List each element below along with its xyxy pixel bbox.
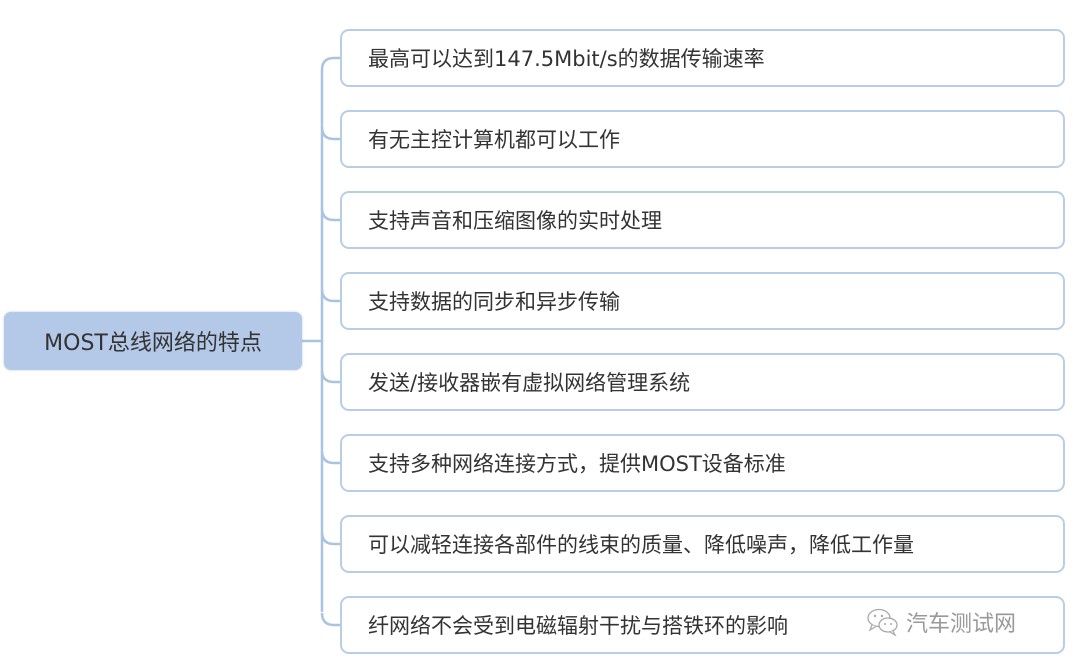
branch-label: 纤网络不会受到电磁辐射干扰与搭铁环的影响	[368, 614, 788, 638]
branch-label: 最高可以达到147.5Mbit/s的数据传输速率	[368, 47, 765, 71]
branch-node-3[interactable]: 支持声音和压缩图像的实时处理	[340, 191, 1065, 249]
branch-node-7[interactable]: 可以减轻连接各部件的线束的质量、降低噪声，降低工作量	[340, 515, 1065, 573]
wechat-icon	[867, 608, 898, 637]
watermark: 汽车测试网	[866, 604, 1016, 640]
branch-label: 发送/接收器嵌有虚拟网络管理系统	[368, 371, 691, 395]
root-node[interactable]: MOST总线网络的特点	[4, 312, 302, 370]
branch-node-5[interactable]: 发送/接收器嵌有虚拟网络管理系统	[340, 353, 1065, 411]
watermark-text: 汽车测试网	[906, 612, 1017, 637]
root-label: MOST总线网络的特点	[44, 331, 262, 356]
branch-node-2[interactable]: 有无主控计算机都可以工作	[340, 110, 1065, 168]
branch-node-8[interactable]: 纤网络不会受到电磁辐射干扰与搭铁环的影响	[340, 596, 1065, 654]
branch-node-6[interactable]: 支持多种网络连接方式，提供MOST设备标准	[340, 434, 1065, 492]
branch-node-4[interactable]: 支持数据的同步和异步传输	[340, 272, 1065, 330]
branch-node-1[interactable]: 最高可以达到147.5Mbit/s的数据传输速率	[340, 29, 1065, 87]
branch-label: 可以减轻连接各部件的线束的质量、降低噪声，降低工作量	[368, 533, 914, 557]
branch-label: 有无主控计算机都可以工作	[368, 128, 620, 152]
branch-label: 支持声音和压缩图像的实时处理	[368, 209, 662, 233]
branch-label: 支持数据的同步和异步传输	[368, 290, 620, 314]
branch-label: 支持多种网络连接方式，提供MOST设备标准	[368, 452, 786, 476]
